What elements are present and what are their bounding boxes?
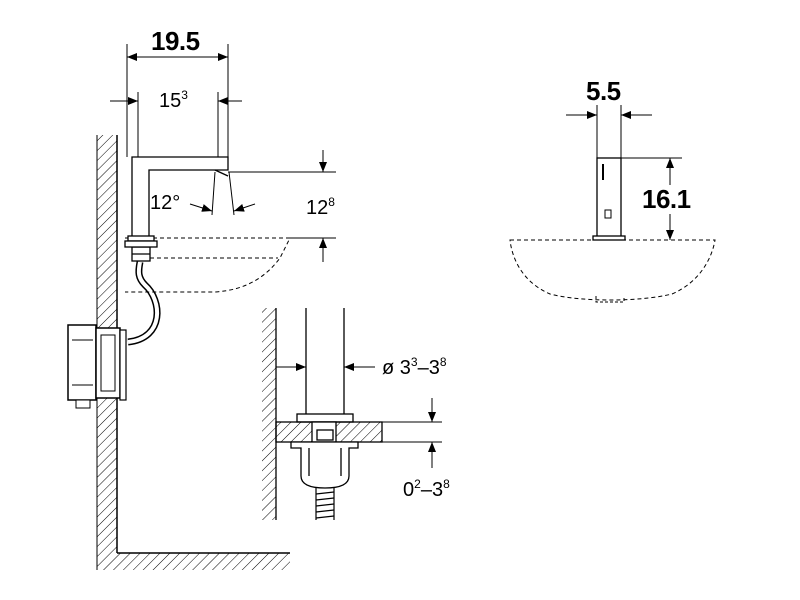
detail-threaded-hose [315, 488, 335, 520]
diameter-symbol: ø [382, 357, 395, 379]
value-spout-height: 12 [306, 197, 329, 219]
dimension-12-8 [228, 150, 336, 262]
control-box [67, 324, 127, 409]
detail-faucet-body [296, 308, 354, 423]
detail-mounting-nut [290, 429, 359, 489]
faucet-side-view [124, 156, 229, 248]
value-inner-width: 15 [159, 90, 182, 112]
label-body-height: 16.1 [642, 186, 691, 212]
value-thickness-min-sup: 2 [414, 477, 421, 491]
label-spout-angle: 12° [150, 193, 180, 213]
label-spout-projection: 19.5 [151, 28, 200, 54]
label-thickness-range: 02–38 [403, 477, 450, 501]
value-diameter-min: 3 [399, 357, 411, 379]
basin-profile-front [509, 239, 716, 301]
value-body-width: 5.5 [586, 76, 621, 106]
dimension-5-5 [566, 105, 652, 158]
angle-indicator [189, 171, 256, 216]
value-diameter-max: 3 [428, 357, 440, 379]
dimension-15-3 [110, 92, 242, 157]
value-spout-projection: 19.5 [151, 26, 200, 56]
value-spout-height-sup: 8 [328, 195, 335, 209]
floor-section [97, 552, 290, 570]
value-thickness-max: 3 [431, 479, 444, 501]
value-thickness-min: 0 [403, 479, 415, 501]
value-spout-angle: 12° [150, 192, 181, 214]
range-dash: – [420, 479, 432, 501]
label-diameter-range: ø 33–38 [382, 355, 447, 379]
basin-profile-side [125, 237, 291, 293]
value-body-height: 16.1 [642, 184, 691, 214]
value-inner-width-sup: 3 [181, 88, 188, 102]
detail-wall-section [262, 308, 277, 520]
value-diameter-min-sup: 3 [410, 355, 418, 369]
label-inner-width: 153 [159, 88, 188, 112]
under-basin-connector [131, 246, 151, 262]
range-dash: – [417, 357, 429, 379]
faucet-front-view [592, 157, 626, 241]
dimension-countertop-thickness [382, 398, 442, 468]
value-thickness-max-sup: 8 [443, 477, 450, 491]
dimension-16-1 [621, 157, 682, 240]
label-spout-height: 128 [306, 195, 335, 219]
value-diameter-max-sup: 8 [439, 355, 447, 369]
label-body-width: 5.5 [586, 78, 621, 104]
